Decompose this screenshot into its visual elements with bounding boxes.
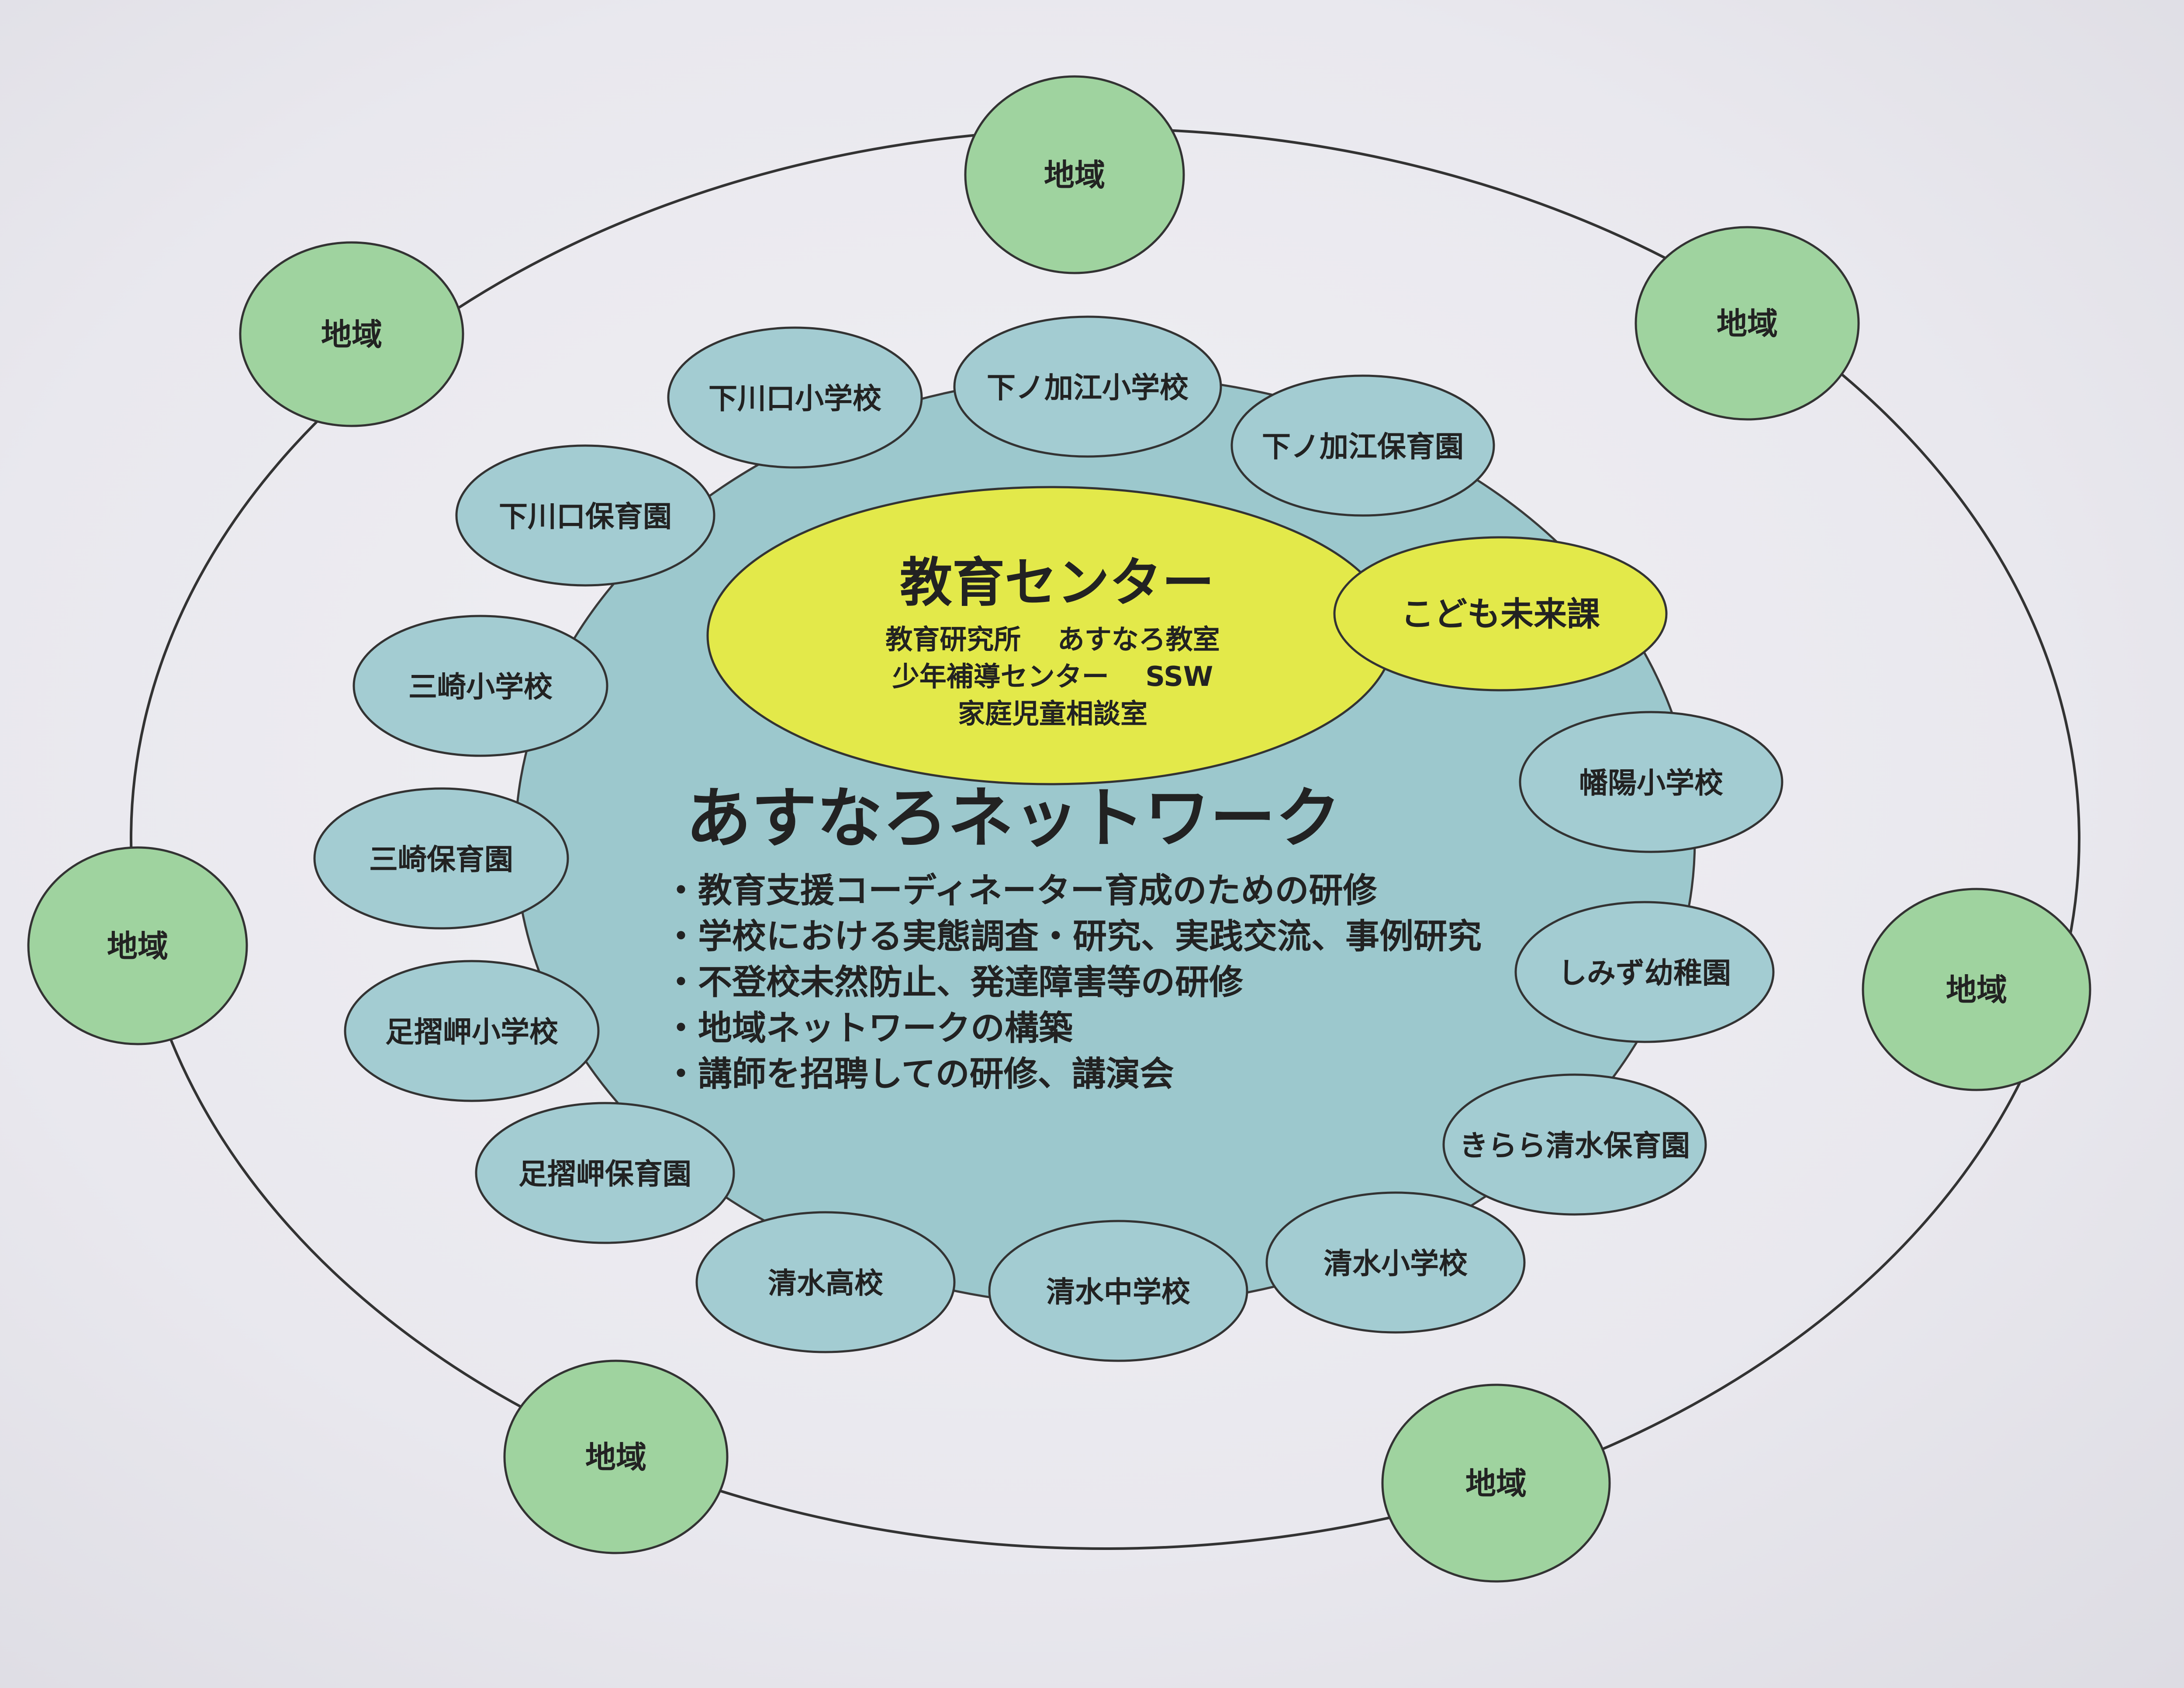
institution-node: 清水中学校	[988, 1220, 1248, 1362]
region-node: 地域	[1862, 888, 2091, 1091]
institution-node: 清水小学校	[1265, 1191, 1526, 1334]
institution-label: 清水中学校	[1046, 1275, 1190, 1309]
region-node: 地域	[503, 1359, 729, 1554]
partner-label: こども未来課	[1401, 595, 1600, 633]
region-label: 地域	[1717, 306, 1778, 342]
activity-item: ・教育支援コーディネーター育成のための研修	[664, 871, 1378, 910]
activity-item: ・講師を招聘しての研修、講演会	[664, 1055, 1174, 1094]
institution-label: 三崎小学校	[408, 670, 553, 704]
region-node: 地域	[27, 846, 248, 1045]
institution-label: 足摺岬小学校	[385, 1015, 558, 1049]
institution-node: しみず幼稚園	[1514, 901, 1775, 1043]
region-node: 地域	[1635, 226, 1860, 421]
region-label: 地域	[321, 317, 382, 353]
institution-node: 下川口保育園	[455, 444, 715, 587]
institution-label: 三崎保育園	[369, 843, 513, 876]
institution-label: 足摺岬保育園	[518, 1157, 691, 1191]
institution-node: きらら清水保育園	[1442, 1073, 1707, 1216]
institution-node: 幡陽小学校	[1519, 711, 1783, 853]
center-line: 教育研究所 あすなろ教室	[885, 623, 1220, 655]
institution-node: 清水高校	[695, 1211, 956, 1353]
institution-node: 下川口小学校	[667, 326, 923, 469]
institution-node: 下ノ加江小学校	[953, 315, 1222, 458]
region-node: 地域	[964, 75, 1185, 274]
network-title: あすなろネットワーク	[686, 781, 1341, 857]
partner-node: こども未来課	[1333, 536, 1668, 692]
region-label: 地域	[1946, 972, 2007, 1008]
center-line: 少年補導センター SSW	[892, 661, 1213, 692]
institution-label: 清水高校	[768, 1266, 883, 1300]
activity-item: ・不登校未然防止、発達障害等の研修	[664, 963, 1244, 1002]
institution-node: 下ノ加江保育園	[1230, 374, 1495, 517]
institution-node: 足摺岬保育園	[475, 1102, 735, 1244]
institution-label: 下ノ加江小学校	[987, 371, 1189, 405]
institution-node: 足摺岬小学校	[344, 960, 600, 1102]
education-center: 教育センター 教育研究所 あすなろ教室 少年補導センター SSW 家庭児童相談室	[706, 486, 1395, 785]
institution-node: 三崎小学校	[352, 615, 608, 757]
institution-label: しみず幼稚園	[1558, 956, 1731, 990]
region-label: 地域	[107, 928, 168, 964]
center-title: 教育センター	[900, 553, 1214, 613]
institution-label: 下川口小学校	[708, 382, 881, 415]
institution-label: 下川口保育園	[499, 500, 672, 533]
region-node: 地域	[1381, 1384, 1611, 1583]
institution-label: 清水小学校	[1324, 1247, 1468, 1280]
center-line: 家庭児童相談室	[958, 698, 1147, 730]
institution-node: 三崎保育園	[313, 787, 569, 930]
region-label: 地域	[1465, 1466, 1527, 1501]
institution-nodes: 下川口小学校 下ノ加江小学校 下ノ加江保育園 下川口保育園 三崎小学校 三崎保育…	[313, 315, 1783, 1362]
institution-label: きらら清水保育園	[1459, 1129, 1690, 1162]
institution-label: 下ノ加江保育園	[1262, 430, 1464, 464]
activity-item: ・地域ネットワークの構築	[664, 1009, 1073, 1048]
institution-label: 幡陽小学校	[1579, 766, 1723, 800]
activity-item: ・学校における実態調査・研究、実践交流、事例研究	[664, 917, 1482, 956]
region-nodes: 地域 地域 地域 地域 地域 地域	[27, 75, 2091, 1583]
region-node: 地域	[239, 241, 464, 427]
network-activities: ・教育支援コーディネーター育成のための研修 ・学校における実態調査・研究、実践交…	[664, 871, 1482, 1094]
region-label: 地域	[1044, 157, 1105, 193]
region-label: 地域	[585, 1439, 646, 1475]
